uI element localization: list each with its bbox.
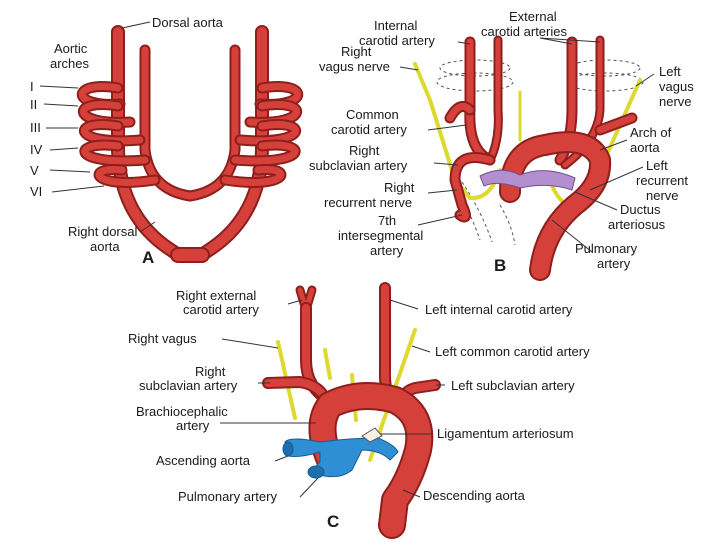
label-pulmonary-1: Pulmonary	[575, 241, 638, 256]
label-aortic-arches-2: arches	[50, 56, 90, 71]
label-arch-i: I	[30, 79, 34, 94]
panel-a-ventral-vessels	[139, 44, 241, 202]
panel-b: Internal carotid artery External carotid…	[309, 9, 694, 281]
label-pulmonary-artery: Pulmonary artery	[178, 489, 277, 504]
label-right-dorsal-aorta-2: aorta	[90, 239, 120, 254]
label-internal-carotid-2: carotid artery	[359, 33, 435, 48]
label-left-vagus-2: vagus	[659, 79, 694, 94]
panel-letter-a: A	[142, 248, 154, 267]
label-ligamentum: Ligamentum arteriosum	[437, 426, 574, 441]
label-arch-iii: III	[30, 120, 41, 135]
panel-b-pulmonary	[479, 169, 576, 191]
panel-b-leaders	[399, 37, 655, 253]
panel-c-aortic-arch	[308, 382, 434, 539]
label-pulmonary-2: artery	[597, 256, 631, 271]
label-right-subclavian-1: Right	[349, 143, 380, 158]
label-right-recurrent-2: recurrent nerve	[324, 195, 412, 210]
label-descending-aorta: Descending aorta	[423, 488, 526, 503]
label-common-carotid-1: Common	[346, 107, 399, 122]
label-external-carotid-1: External	[509, 9, 557, 24]
label-common-carotid-2: carotid artery	[331, 122, 407, 137]
label-arch-vi: VI	[30, 184, 42, 199]
label-right-external-carotid-2: carotid artery	[183, 302, 259, 317]
label-left-common-carotid: Left common carotid artery	[435, 344, 590, 359]
panel-a-left-arch-loops	[76, 81, 161, 188]
label-right-vagus: Right vagus	[128, 331, 197, 346]
label-left-vagus-1: Left	[659, 64, 681, 79]
label-left-internal-carotid: Left internal carotid artery	[425, 302, 573, 317]
label-intersegmental-2: intersegmental	[338, 228, 423, 243]
label-right-subclavian-1: Right	[195, 364, 226, 379]
label-left-recurrent-2: recurrent	[636, 173, 688, 188]
label-left-subclavian: Left subclavian artery	[451, 378, 575, 393]
label-arch-of-aorta-1: Arch of	[630, 125, 672, 140]
label-left-recurrent-3: nerve	[646, 188, 679, 203]
panel-c-leaders	[220, 299, 445, 498]
panel-a: Dorsal aorta Aortic arches I II III IV V…	[30, 15, 304, 267]
panel-a-leaders	[39, 21, 156, 233]
panel-c-pulmonary-artery	[282, 437, 399, 479]
label-arch-ii: II	[30, 97, 37, 112]
panel-c-ligamentum	[361, 427, 383, 443]
label-right-external-carotid-1: Right external	[176, 288, 256, 303]
label-aortic-arches-1: Aortic	[54, 41, 88, 56]
panel-a-right-arch-loops	[219, 81, 304, 188]
label-intersegmental-1: 7th	[378, 213, 396, 228]
label-left-recurrent-1: Left	[646, 158, 668, 173]
label-right-recurrent-1: Right	[384, 180, 415, 195]
label-right-dorsal-aorta-1: Right dorsal	[68, 224, 137, 239]
label-ductus-1: Ductus	[620, 202, 661, 217]
label-brachiocephalic-2: artery	[176, 418, 210, 433]
label-right-vagus-1: Right	[341, 44, 372, 59]
panel-c: Right external carotid artery Left inter…	[128, 282, 590, 539]
label-arch-v: V	[30, 163, 39, 178]
label-ascending-aorta: Ascending aorta	[156, 453, 251, 468]
panel-b-aortic-arch	[499, 112, 638, 281]
label-ductus-2: arteriosus	[608, 217, 666, 232]
label-arch-iv: IV	[30, 142, 43, 157]
label-left-vagus-3: nerve	[659, 94, 692, 109]
label-right-vagus-2: vagus nerve	[319, 59, 390, 74]
label-right-subclavian-2: subclavian artery	[139, 378, 238, 393]
label-right-subclavian-2: subclavian artery	[309, 158, 408, 173]
label-internal-carotid-1: Internal	[374, 18, 417, 33]
label-arch-of-aorta-2: aorta	[630, 140, 660, 155]
label-dorsal-aorta: Dorsal aorta	[152, 15, 224, 30]
label-external-carotid-2: carotid arteries	[481, 24, 567, 39]
panel-b-right-subclavian	[449, 152, 496, 223]
label-brachiocephalic-1: Brachiocephalic	[136, 404, 228, 419]
panel-letter-b: B	[494, 256, 506, 275]
label-intersegmental-3: artery	[370, 243, 404, 258]
panel-letter-c: C	[327, 512, 339, 531]
